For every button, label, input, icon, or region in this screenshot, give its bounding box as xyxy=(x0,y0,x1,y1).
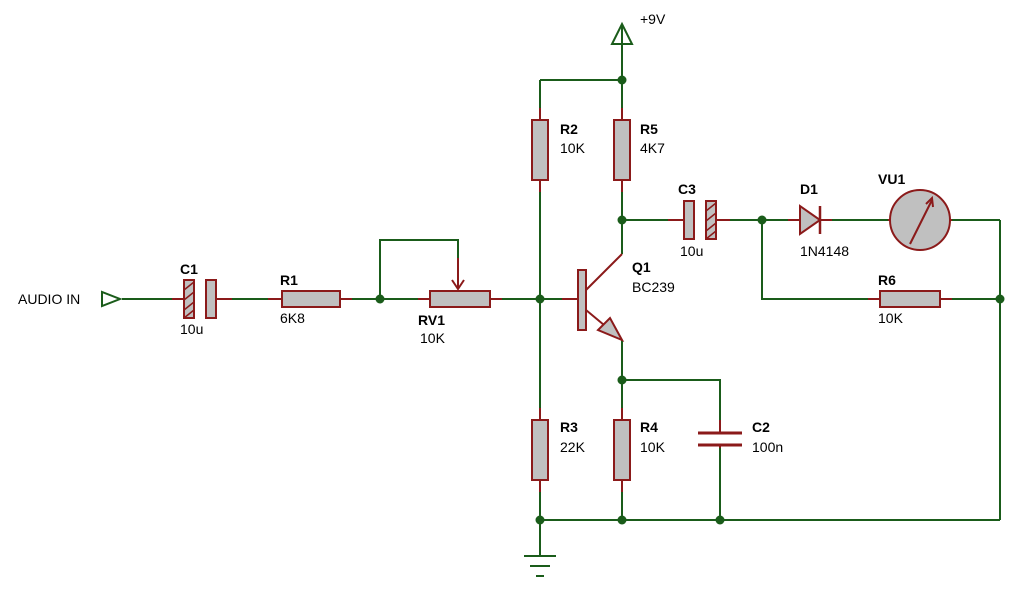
junction xyxy=(995,294,1005,304)
r3-value: 22K xyxy=(560,439,586,455)
r3-ref: R3 xyxy=(560,419,578,435)
capacitor-c2: C2 100n xyxy=(698,419,783,455)
resistor-r1: R1 6K8 xyxy=(268,272,352,326)
junction-dots xyxy=(375,75,1005,525)
r2-value: 10K xyxy=(560,140,586,156)
junction xyxy=(535,515,545,525)
r2-ref: R2 xyxy=(560,121,578,137)
r5-ref: R5 xyxy=(640,121,658,137)
q1-value: BC239 xyxy=(632,279,675,295)
resistor-r5: R5 4K7 xyxy=(613,108,665,192)
resistor-r3: R3 22K xyxy=(531,408,586,492)
c3-value: 10u xyxy=(680,243,703,259)
r1-ref: R1 xyxy=(280,272,298,288)
r6-value: 10K xyxy=(878,310,904,326)
capacitor-c1: C1 10u xyxy=(172,261,232,337)
c1-value: 10u xyxy=(180,321,203,337)
supply-terminal: +9V xyxy=(610,11,666,45)
r1-value: 6K8 xyxy=(280,310,305,326)
junction xyxy=(617,75,627,85)
potentiometer-rv1: RV1 10K xyxy=(418,258,502,346)
r4-value: 10K xyxy=(640,439,666,455)
capacitor-c3: C3 10u xyxy=(668,181,730,259)
audio-input-label: AUDIO IN xyxy=(18,291,80,307)
d1-value: 1N4148 xyxy=(800,243,849,259)
c1-ref: C1 xyxy=(180,261,198,277)
transistor-q1: Q1 BC239 xyxy=(562,253,675,343)
c2-ref: C2 xyxy=(752,419,770,435)
junction xyxy=(617,375,627,385)
supply-label: +9V xyxy=(640,11,666,27)
vu-meter-vu1: VU1 xyxy=(878,171,952,251)
diode-d1: D1 1N4148 xyxy=(788,181,849,259)
junction xyxy=(617,215,627,225)
d1-ref: D1 xyxy=(800,181,818,197)
r6-ref: R6 xyxy=(878,272,896,288)
q1-ref: Q1 xyxy=(632,259,651,275)
r4-ref: R4 xyxy=(640,419,658,435)
junction xyxy=(757,215,767,225)
resistor-r2: R2 10K xyxy=(531,108,586,192)
resistor-r6: R6 10K xyxy=(868,272,952,326)
rv1-ref: RV1 xyxy=(418,312,445,328)
wires xyxy=(122,44,1001,556)
r5-value: 4K7 xyxy=(640,140,665,156)
ground-symbol xyxy=(524,555,556,577)
junction xyxy=(535,294,545,304)
vu1-ref: VU1 xyxy=(878,171,905,187)
resistor-r4: R4 10K xyxy=(613,408,666,492)
junction xyxy=(375,294,385,304)
audio-input-terminal: AUDIO IN xyxy=(18,290,123,308)
c3-ref: C3 xyxy=(678,181,696,197)
rv1-value: 10K xyxy=(420,330,446,346)
junction xyxy=(617,515,627,525)
junction xyxy=(715,515,725,525)
c2-value: 100n xyxy=(752,439,783,455)
